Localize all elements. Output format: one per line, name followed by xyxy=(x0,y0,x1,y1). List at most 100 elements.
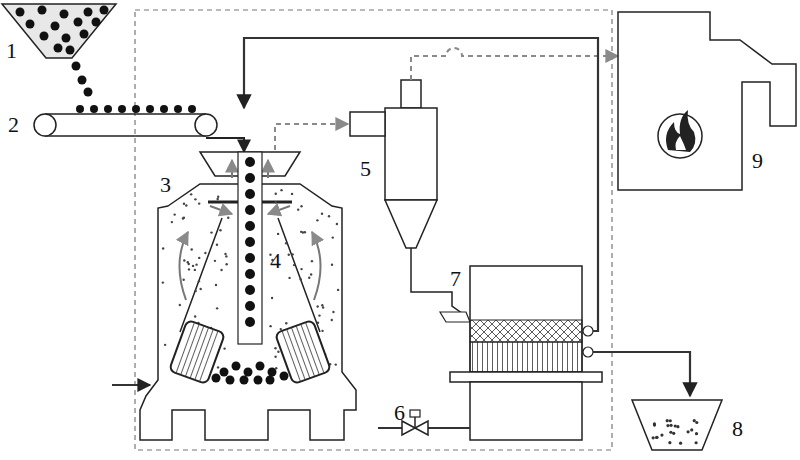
coal-particle xyxy=(669,431,672,434)
flame-symbol xyxy=(658,110,702,158)
coal-particle xyxy=(668,441,671,444)
coal-particle xyxy=(194,315,196,317)
drawing-part xyxy=(470,382,582,440)
coal-particle xyxy=(216,198,218,200)
coal-particle xyxy=(245,189,255,199)
coal-particle xyxy=(245,205,255,215)
drawing-part xyxy=(676,136,687,150)
coal-particle xyxy=(277,351,279,353)
coal-particle xyxy=(192,265,194,267)
storage-bin xyxy=(450,266,602,440)
drawing-part xyxy=(275,320,331,384)
coal-particle xyxy=(194,290,196,292)
coal-particle xyxy=(332,236,334,238)
coal-particle xyxy=(318,314,320,316)
coal-particle xyxy=(274,347,276,349)
coal-particle xyxy=(335,363,337,365)
callout-number: 5 xyxy=(360,158,371,180)
coal-particle xyxy=(226,376,235,385)
coal-particle xyxy=(316,305,318,307)
coal-particle xyxy=(16,8,25,17)
coal-particle xyxy=(194,269,196,271)
coal-particle xyxy=(331,264,333,266)
callout-number: 1 xyxy=(6,40,17,62)
coal-particle xyxy=(269,325,271,327)
coal-particle xyxy=(317,322,319,324)
system-boundary xyxy=(135,10,612,450)
drawing-part xyxy=(410,410,420,417)
drawing-part xyxy=(175,322,220,382)
coal-particle xyxy=(188,268,190,270)
coal-particle xyxy=(280,328,282,330)
coal-particle xyxy=(179,304,181,306)
coal-particle xyxy=(285,322,287,324)
drawing-part xyxy=(385,200,437,248)
drawing-part xyxy=(179,232,188,300)
coal-particle xyxy=(183,259,185,261)
coal-particle xyxy=(299,278,301,280)
coal-particle xyxy=(275,201,277,203)
coal-particle xyxy=(244,368,253,377)
coal-particle xyxy=(297,208,299,210)
drawing-part xyxy=(231,160,233,178)
coal-particle xyxy=(214,260,216,262)
coal-particle xyxy=(266,376,275,385)
drawing-part xyxy=(45,113,206,115)
coal-particle xyxy=(316,219,318,221)
coal-particle xyxy=(690,428,693,431)
coal-particle xyxy=(216,307,218,309)
drawing-part xyxy=(450,372,602,382)
coal-particle xyxy=(185,204,187,206)
coal-particle xyxy=(210,231,212,233)
coal-particle xyxy=(217,366,219,368)
coal-particle xyxy=(285,242,287,244)
belt-conveyor xyxy=(34,114,217,136)
coal-particle xyxy=(104,105,112,113)
drawing-part xyxy=(169,320,225,384)
coal-particle xyxy=(666,419,669,422)
coal-particle xyxy=(190,193,192,195)
pulverized-coal-flow xyxy=(275,124,348,150)
drawing-part xyxy=(658,114,702,158)
coal-particle xyxy=(183,203,185,205)
coal-particle xyxy=(118,105,126,113)
drawing-part xyxy=(268,206,290,214)
coal-particle xyxy=(300,205,302,207)
airflow-arrows xyxy=(179,160,320,300)
callout-number: 8 xyxy=(732,418,743,440)
coal-particle xyxy=(199,288,201,290)
drawing-part xyxy=(470,266,582,372)
coal-particle xyxy=(225,263,227,265)
drawing-part xyxy=(666,110,695,152)
coal-particle xyxy=(280,372,289,381)
coal-particle xyxy=(215,284,217,286)
boiler xyxy=(618,12,796,190)
coal-particle xyxy=(198,202,200,204)
drawing-part xyxy=(210,206,232,214)
coal-particle xyxy=(182,279,184,281)
coal-particle xyxy=(660,433,663,436)
coal-particle xyxy=(288,253,290,255)
coal-particle xyxy=(164,344,166,346)
drawing-part xyxy=(350,112,385,136)
coal-particle xyxy=(132,105,140,113)
chute-inlet xyxy=(440,312,470,322)
coal-hopper xyxy=(2,4,116,58)
coal-particle xyxy=(232,362,241,371)
coal-particle xyxy=(321,304,323,306)
coal-particle xyxy=(321,213,323,215)
coal-particle xyxy=(62,34,71,43)
coal-particle xyxy=(245,285,255,295)
coal-particle xyxy=(195,263,197,265)
coal-particle xyxy=(146,105,154,113)
coal-particle xyxy=(60,10,69,19)
callout-number: 6 xyxy=(394,402,405,424)
callout-number: 4 xyxy=(270,250,281,272)
coal-particle xyxy=(198,280,200,282)
coal-particle xyxy=(277,233,279,235)
return-line xyxy=(244,38,598,331)
coal-particle xyxy=(182,217,184,219)
coal-particle xyxy=(291,193,293,195)
coal-particle xyxy=(240,376,249,385)
